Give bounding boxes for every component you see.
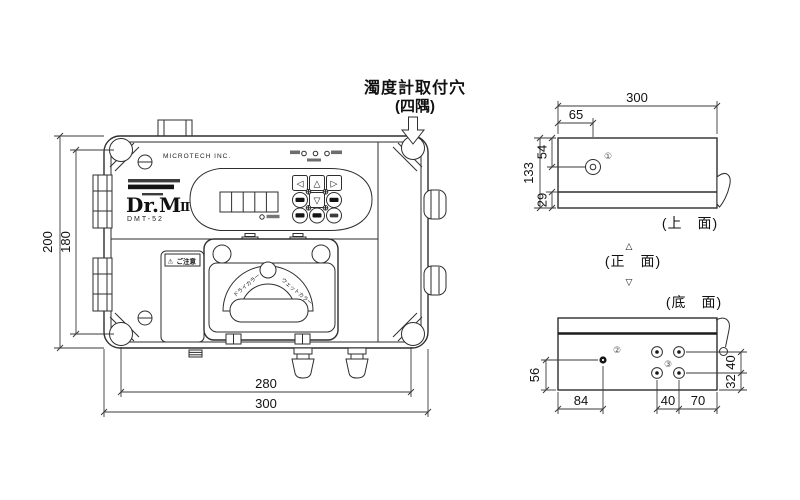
bottom-view-label: (底 面)	[666, 294, 722, 310]
annotation-line2: (四隅)	[395, 98, 435, 115]
caution-text: ご注意	[177, 256, 197, 265]
down-arrow-icon: ▽	[314, 196, 321, 206]
dim-top-hole-y: 54	[535, 145, 550, 159]
front-face-label: (正 面)	[605, 253, 661, 269]
down-triangle-marker: ▽	[626, 277, 633, 287]
dim-height-holes: 180	[58, 231, 73, 253]
cover-screw-bottom	[137, 310, 153, 326]
right-arrow-button[interactable]	[326, 175, 342, 191]
left-arrow-button[interactable]	[292, 175, 308, 191]
top-view-hook	[716, 173, 731, 208]
dim-width-holes: 280	[255, 376, 277, 391]
keypad: ◁ △ ▷ ▽	[292, 175, 342, 224]
right-arrow-icon: ▷	[331, 179, 338, 189]
cover-knob-left[interactable]	[212, 244, 232, 264]
logo-main: Dr.M	[126, 193, 181, 217]
dim-bottom-hole2-x: 84	[574, 393, 588, 408]
maker-label: MICROTECH INC.	[163, 153, 231, 160]
mounting-holes-four-corners	[109, 136, 425, 346]
top-conduit-fitting	[157, 119, 193, 137]
top-view: ① 300 65 133 54	[521, 90, 731, 231]
top-view-hole-1	[585, 159, 601, 175]
up-arrow-icon: △	[314, 179, 321, 189]
enclosure-door-outline	[110, 141, 422, 343]
logo-suffix: Ⅱ	[180, 200, 190, 214]
mounting-hole-bottom-right	[401, 322, 425, 346]
bottom-hole-group-3	[651, 346, 685, 379]
hole-ref-2: ②	[613, 345, 621, 355]
bottom-view-dimensions: 56 84 40 70 40 32	[527, 348, 747, 414]
mode-led	[301, 150, 307, 157]
hole-ref-3: ③	[664, 359, 672, 369]
display-indicator-led	[259, 214, 265, 220]
bottom-view: (底 面) ② ③ 56	[527, 294, 747, 414]
enclosure-outline	[103, 135, 429, 349]
cover-bottom-tabs	[225, 333, 311, 345]
pump-cover: ドライカラー ウェットカラー	[203, 233, 339, 345]
dim-bottom-hole2-y: 56	[527, 368, 542, 382]
dim-top-flange: 29	[535, 193, 550, 207]
caution-label	[164, 253, 201, 267]
left-arrow-icon: ◁	[297, 179, 304, 189]
dim-bottom-hole3-right: 70	[691, 393, 705, 408]
cable-gland-bottom-right	[345, 347, 369, 379]
cable-gland-bottom-left	[291, 347, 315, 379]
dim-width-outer: 300	[255, 396, 277, 411]
bottom-vent	[188, 349, 203, 358]
dim-height-outer: 200	[40, 231, 55, 253]
control-panel: ◁ △ ▷ ▽	[189, 168, 373, 231]
arch-pivot	[259, 261, 277, 279]
led-indicator-cluster	[290, 150, 342, 162]
ready-led	[312, 150, 319, 157]
up-triangle-marker: △	[626, 241, 633, 251]
bottom-hole-2	[599, 356, 607, 364]
front-face-marker: △ (正 面) ▽	[605, 241, 661, 287]
dim-bottom-hole3-bottom: 32	[723, 374, 738, 388]
cable-gland-right-lower	[423, 265, 447, 296]
up-arrow-button[interactable]	[309, 175, 325, 191]
model-number: DMT-52	[127, 216, 164, 223]
dim-top-width: 300	[626, 90, 648, 105]
cable-gland-right-upper	[423, 189, 447, 220]
top-view-label: (上 面)	[662, 215, 718, 231]
annotation-arrow-icon	[400, 116, 426, 145]
keypad-screws	[305, 189, 329, 211]
dim-top-hole-x: 65	[569, 107, 583, 122]
cover-knob-right[interactable]	[311, 244, 331, 264]
bottom-view-body	[557, 317, 718, 391]
hole-ref-1: ①	[604, 151, 612, 161]
mounting-hole-annotation: 濁度計取付穴 (四隅)	[364, 78, 466, 145]
digital-display	[219, 191, 279, 213]
brand-logo-block: Dr.M Ⅱ DMT-52	[126, 179, 190, 223]
front-dimensions: 200 180 280 300	[40, 132, 432, 417]
top-view-dimensions: 300 65 133 54 29	[521, 90, 721, 212]
hinge-upper	[92, 174, 113, 229]
bottom-view-hook	[715, 317, 730, 356]
warning-triangle-icon: ⚠	[168, 259, 174, 266]
annotation-line1: 濁度計取付穴	[364, 78, 466, 97]
hinge-lower	[92, 257, 113, 312]
warning-panel: ⚠ ご注意	[160, 250, 205, 343]
cover-screw-top	[137, 154, 153, 170]
dim-bottom-hole3-dy: 40	[723, 355, 738, 369]
front-view: MICROTECH INC. Dr.M Ⅱ DMT-52	[40, 119, 447, 417]
dim-bottom-hole3-dx: 40	[661, 393, 675, 408]
alarm-led	[324, 150, 330, 157]
top-view-body	[557, 137, 718, 209]
dim-top-height: 133	[521, 162, 536, 184]
